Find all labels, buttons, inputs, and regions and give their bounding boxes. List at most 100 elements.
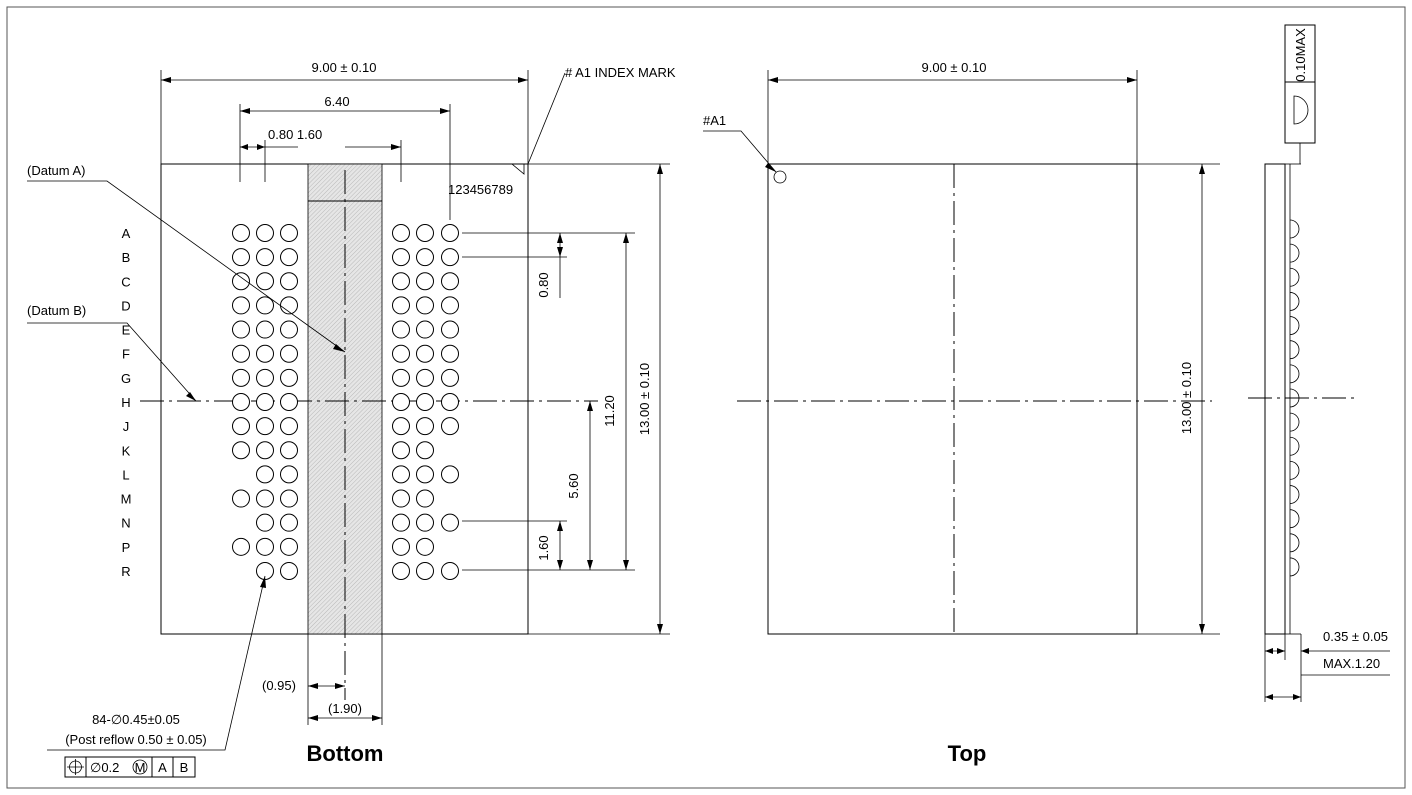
datum-b-label: (Datum B) <box>27 303 86 318</box>
row-label: N <box>121 516 130 531</box>
side-ball-profile <box>1289 219 1300 577</box>
dim-035: 0.35 ± 0.05 <box>1323 629 1388 644</box>
top-view-title: Top <box>948 741 987 766</box>
solder-ball <box>256 224 274 242</box>
solder-ball <box>232 489 250 508</box>
row-label: K <box>122 443 131 458</box>
solder-ball <box>416 296 434 315</box>
tolerance-b: B <box>180 760 189 775</box>
side-solder-ball <box>1289 316 1300 335</box>
tolerance-value: ∅0.2 <box>90 760 119 775</box>
solder-ball <box>232 417 250 436</box>
solder-ball <box>280 441 298 460</box>
solder-ball <box>392 465 410 484</box>
dim-width-bottom: 9.00 ± 0.10 <box>312 60 377 75</box>
solder-ball <box>280 368 298 387</box>
row-label: J <box>123 419 130 434</box>
tolerance-frame: ∅0.2 M A B <box>64 756 196 778</box>
side-solder-ball <box>1289 219 1300 239</box>
solder-ball <box>232 537 250 556</box>
solder-ball <box>416 441 434 460</box>
solder-ball <box>232 344 250 363</box>
solder-ball <box>392 272 410 291</box>
solder-ball <box>392 320 410 339</box>
solder-ball <box>416 368 434 387</box>
solder-ball <box>232 272 250 291</box>
tolerance-a: A <box>158 760 167 775</box>
column-numbers: 123456789 <box>448 182 513 197</box>
solder-ball <box>416 489 434 508</box>
tolerance-m: M <box>135 760 146 775</box>
solder-ball <box>256 320 274 339</box>
solder-ball <box>280 224 298 242</box>
dim-080-160: 0.80 1.60 <box>268 127 322 142</box>
solder-ball <box>392 537 410 556</box>
solder-ball <box>416 320 434 339</box>
solder-ball <box>416 224 434 242</box>
dim-095: (0.95) <box>262 678 296 693</box>
ball-spec: 84-∅0.45±0.05 <box>92 712 180 727</box>
dim-190: (1.90) <box>328 701 362 716</box>
side-solder-ball <box>1289 436 1300 456</box>
solder-ball <box>256 296 274 315</box>
solder-ball <box>392 489 410 508</box>
solder-ball <box>232 224 250 242</box>
solder-ball <box>280 465 298 484</box>
row-label: C <box>121 274 130 289</box>
solder-ball <box>232 320 250 339</box>
solder-ball <box>441 248 459 267</box>
row-label: D <box>121 298 130 313</box>
solder-ball <box>256 344 274 363</box>
solder-ball <box>392 441 410 460</box>
solder-ball <box>232 392 250 411</box>
solder-ball <box>256 441 274 460</box>
row-label: H <box>121 395 130 410</box>
solder-ball <box>416 513 434 532</box>
row-label: R <box>121 564 130 579</box>
solder-ball <box>441 392 459 411</box>
row-label: P <box>122 540 131 555</box>
solder-ball <box>441 465 459 484</box>
solder-ball <box>256 513 274 532</box>
max-height-label: MAX.1.20 <box>1323 656 1380 671</box>
solder-ball <box>280 320 298 339</box>
row-label: L <box>122 467 129 482</box>
solder-ball <box>392 561 410 580</box>
row-label: B <box>122 250 131 265</box>
solder-ball <box>280 537 298 556</box>
solder-ball <box>256 465 274 484</box>
side-solder-ball <box>1289 243 1300 263</box>
solder-ball <box>392 368 410 387</box>
solder-ball <box>280 489 298 508</box>
solder-ball <box>441 513 459 532</box>
row-label: F <box>122 347 130 362</box>
solder-ball <box>232 368 250 387</box>
solder-ball <box>256 248 274 267</box>
dim-width-top: 9.00 ± 0.10 <box>922 60 987 75</box>
a1-marker-circle <box>773 170 787 184</box>
solder-ball <box>280 248 298 267</box>
dim-640: 6.40 <box>324 94 349 109</box>
solder-ball <box>441 272 459 291</box>
solder-ball <box>441 417 459 436</box>
solder-ball <box>416 537 434 556</box>
solder-ball <box>392 224 410 242</box>
solder-ball <box>441 296 459 315</box>
side-package-body <box>1264 163 1286 635</box>
solder-ball <box>416 392 434 411</box>
solder-ball <box>232 296 250 315</box>
side-solder-ball <box>1289 533 1300 553</box>
dim-160-vertical: 1.60 <box>536 535 551 560</box>
solder-ball <box>280 392 298 411</box>
solder-ball <box>256 537 274 556</box>
drawing-frame <box>6 6 1406 789</box>
row-label: E <box>122 323 131 338</box>
solder-ball <box>392 513 410 532</box>
solder-ball <box>441 561 459 580</box>
solder-ball <box>256 272 274 291</box>
solder-ball <box>392 296 410 315</box>
solder-ball <box>232 441 250 460</box>
